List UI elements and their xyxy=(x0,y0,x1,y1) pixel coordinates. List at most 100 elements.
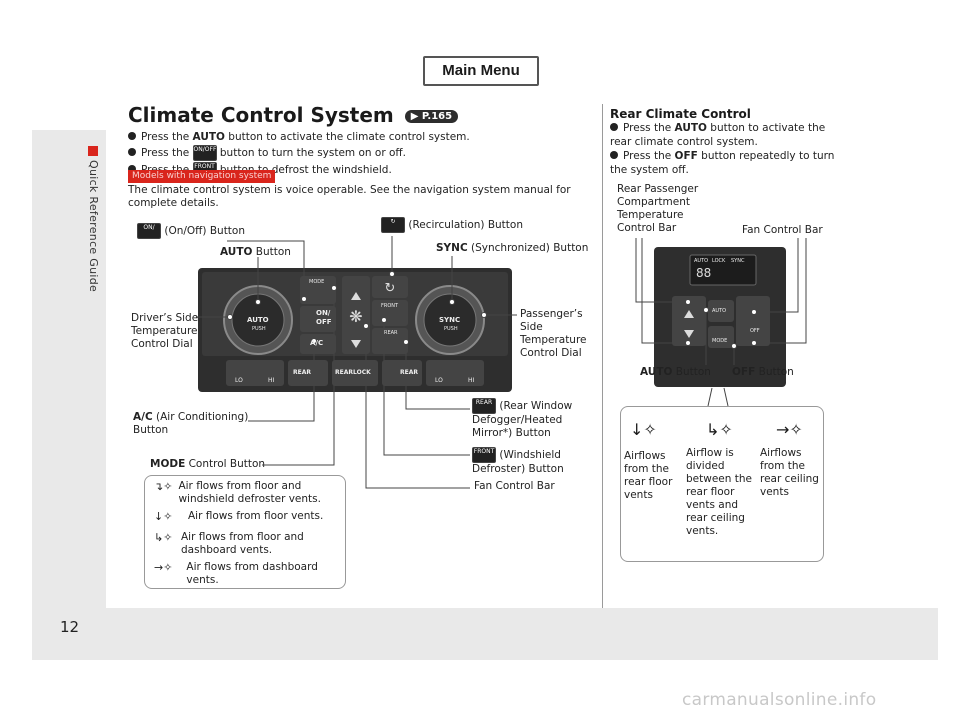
callout-key: AUTO xyxy=(640,366,673,378)
rear-off-callout: OFF Button xyxy=(732,366,794,379)
callout-text: (Air Conditioning) xyxy=(152,411,249,423)
rear-mode-line: vents xyxy=(760,486,789,498)
ac-callout: A/C (Air Conditioning) Button xyxy=(133,411,248,437)
bullet-text: Press the xyxy=(141,131,193,143)
mode-row: ↴✧ Air flows from floor and windshield d… xyxy=(154,480,344,506)
bullet-text: button to activate the rear climate cont… xyxy=(610,122,826,148)
leader-dot xyxy=(403,339,409,345)
recirculation-icon: ↻ xyxy=(385,281,396,296)
windshield-defroster-callout: FRONT (Windshield Defroster) Button xyxy=(472,447,564,476)
bullet-text: button to turn the system on or off. xyxy=(216,147,406,159)
leader-dot xyxy=(751,340,757,346)
fan-control-callout: Fan Control Bar xyxy=(474,480,555,492)
callout-text: Button xyxy=(252,246,291,258)
mode-text: Air flows from floor and dashboard vents… xyxy=(181,531,304,556)
mode-callout: MODE Control Button xyxy=(150,458,265,471)
sync-callout: SYNC (Synchronized) Button xyxy=(436,242,588,255)
driver-seat-heater xyxy=(226,360,284,386)
leader-line xyxy=(707,387,713,407)
fan-up-icon xyxy=(351,292,361,300)
rear-fan-callout: Fan Control Bar xyxy=(742,224,823,236)
onoff-callout: ON/ (On/Off) Button xyxy=(137,223,245,239)
leader-dot xyxy=(731,343,737,349)
page-number: 12 xyxy=(60,618,80,636)
rear-section-title: Rear Climate Control xyxy=(610,107,751,121)
page-reference-link[interactable]: ▶ P.165 xyxy=(404,110,459,123)
callout-text: Control Button xyxy=(185,458,266,470)
leader-dot xyxy=(301,296,307,302)
callout-line: Driver’s Side xyxy=(131,312,199,324)
callout-key: A/C xyxy=(133,411,153,423)
callout-line: Temperature xyxy=(617,209,684,221)
bullet-text: Press the xyxy=(141,147,193,159)
rear-mode-line: from the xyxy=(624,463,670,475)
floor-dashboard-airflow-icon: ↳✧ xyxy=(154,531,173,544)
bullet-dot xyxy=(610,123,618,131)
fan-down-icon xyxy=(351,340,361,348)
mode-text: Air flows from dashboard vents. xyxy=(186,561,318,586)
rear-auto-callout: AUTO Button xyxy=(640,366,711,379)
column-divider xyxy=(602,104,603,608)
leader-dot xyxy=(449,299,455,305)
mode-row: ↳✧ Air flows from floor and dashboard ve… xyxy=(154,531,344,557)
rear-mode-text: Airflows from the rear floor vents xyxy=(624,450,672,502)
onoff-key-icon: ON/OFF xyxy=(192,145,217,161)
page-reference-text: P.165 xyxy=(421,111,453,122)
callout-line: (Rear Window xyxy=(499,400,573,412)
leader-line xyxy=(635,238,686,303)
callout-key: MODE xyxy=(150,458,186,470)
front-defrost-key-icon: FRONT xyxy=(472,447,496,463)
leader-dot xyxy=(751,309,757,315)
onoff-key-icon: ON/ xyxy=(137,223,161,239)
leader-line xyxy=(405,344,470,410)
callout-line: Side xyxy=(520,321,543,333)
rear-mode-line: rear floor xyxy=(624,476,673,488)
callout-text: Button xyxy=(755,366,794,378)
page-title-text: Climate Control System xyxy=(128,103,394,127)
rear-mode-line: vents. xyxy=(686,525,719,537)
section-marker xyxy=(88,146,98,156)
mode-text: Air flows from floor and windshield defr… xyxy=(178,480,321,505)
mode-legend xyxy=(144,475,346,589)
rear-mode-legend xyxy=(620,406,824,562)
leader-dot xyxy=(311,338,317,344)
leader-line xyxy=(641,238,686,344)
bullet-text: Press the xyxy=(623,122,675,134)
rear-mode-line: divided xyxy=(686,460,725,472)
key-name: AUTO xyxy=(192,131,225,143)
sync-button xyxy=(423,293,477,347)
leader-dot xyxy=(363,323,369,329)
rear-mode-text: Airflow is divided between the rear floo… xyxy=(686,447,752,538)
leader-line xyxy=(227,240,305,299)
rear-mode-line: between the xyxy=(686,473,752,485)
bullet-text: button repeatedly to turn the system off… xyxy=(610,150,835,176)
main-menu-button[interactable]: Main Menu xyxy=(423,56,539,86)
rear-mode-line: Airflows xyxy=(760,447,802,459)
bullet-item: Press the ON/OFF button to turn the syst… xyxy=(128,145,470,161)
mode-button xyxy=(300,276,336,304)
rear-bullet-list: Press the AUTO button to activate the re… xyxy=(610,121,840,177)
leader-line xyxy=(756,238,807,344)
rear-right-button xyxy=(382,360,422,386)
leader-dot xyxy=(685,299,691,305)
rear-mode-line: Airflow is xyxy=(686,447,734,459)
rear-divided-airflow-icon: ↳✧ xyxy=(706,420,733,439)
rear-mode-line: vents and xyxy=(686,499,739,511)
section-label: Quick Reference Guide xyxy=(87,160,100,293)
leader-line xyxy=(723,387,729,407)
driver-dial-callout: Driver’s Side Temperature Control Dial xyxy=(131,312,198,351)
bullet-dot xyxy=(128,148,136,156)
callout-text: (On/Off) Button xyxy=(164,225,246,237)
bullet-item: Press the AUTO button to activate the cl… xyxy=(128,130,470,144)
auto-callout: AUTO Button xyxy=(220,246,291,259)
onoff-button xyxy=(300,306,336,332)
fan-icon: ❋ xyxy=(349,307,362,326)
floor-airflow-icon: ↓✧ xyxy=(154,510,173,523)
leader-line xyxy=(248,343,315,422)
mode-text: Air flows from floor vents. xyxy=(188,510,324,522)
callout-line: Temperature xyxy=(520,334,587,346)
leader-dot xyxy=(703,307,709,313)
callout-line: Defroster) Button xyxy=(472,463,564,475)
rear-defogger-callout: REAR (Rear Window Defogger/Heated Mirror… xyxy=(472,398,572,440)
